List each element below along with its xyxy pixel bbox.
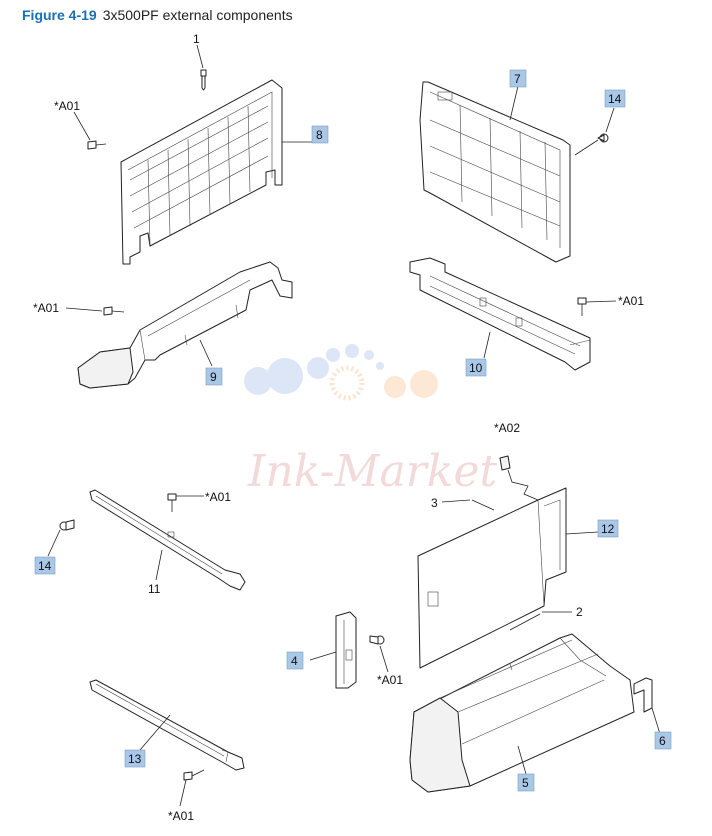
part-2-rod [509, 611, 572, 631]
figure-title: Figure 4-19 3x500PF external components [22, 7, 293, 23]
part-9-guide [77, 261, 293, 389]
figure-number: Figure 4-19 [22, 7, 97, 23]
callout-7: 7 [509, 69, 527, 88]
callout-14-text-1: 14 [608, 92, 622, 106]
part-4-bracket [309, 611, 357, 689]
screw-a01-mid-left [65, 306, 125, 316]
callout-8: 8 [311, 125, 329, 144]
part-12-door [417, 487, 599, 669]
callout-10: 10 [465, 358, 487, 377]
callout-5: 5 [517, 773, 535, 792]
callout-10-text: 10 [469, 361, 483, 375]
callout-a01-top-left: *A01 [54, 99, 80, 113]
callout-9: 9 [205, 367, 223, 386]
callout-5-text: 5 [522, 776, 529, 790]
callout-2: 2 [576, 605, 583, 619]
part-7-side-cover [419, 81, 571, 263]
callout-7-text: 7 [514, 72, 521, 86]
part-10-rail [409, 257, 591, 371]
callout-11: 11 [148, 582, 161, 596]
watermark-text: Ink-Market [247, 446, 497, 497]
callout-4-text: 4 [291, 654, 298, 668]
callout-a01-bottom-left: *A01 [168, 809, 194, 823]
callout-a01-text-6: *A01 [168, 809, 194, 823]
callout-14-top: 14 [604, 89, 626, 108]
callout-6: 6 [654, 731, 672, 750]
screw-a01-top-left [73, 111, 107, 150]
watermark: Ink-Market [244, 344, 497, 497]
screw-a01-bottom-left [179, 769, 205, 807]
callout-a01-text-3: *A01 [618, 294, 644, 308]
part-14-screw-top [574, 107, 615, 156]
callout-a01-text-1: *A01 [54, 99, 80, 113]
callout-9-text: 9 [210, 370, 217, 384]
callout-14-lower: 14 [34, 556, 56, 575]
callout-3: 3 [431, 496, 438, 510]
callout-a02: *A02 [494, 421, 520, 435]
figure-caption: 3x500PF external components [102, 7, 293, 23]
screw-a01-center [369, 635, 389, 673]
callout-a01-center: *A01 [377, 673, 403, 687]
callout-11-text: 11 [148, 582, 161, 596]
callout-a01-text-4: *A01 [205, 490, 231, 504]
part-11-rail [89, 489, 246, 591]
callout-a01-text-5: *A01 [377, 673, 403, 687]
callout-12: 12 [597, 519, 619, 538]
part-6-bracket [633, 677, 661, 735]
callout-4: 4 [286, 651, 304, 670]
screw-a01-mid-right [577, 297, 617, 316]
callout-a01-text-2: *A01 [33, 301, 59, 315]
callout-a01-mid-right: *A01 [618, 294, 644, 308]
callout-2-text: 2 [576, 605, 583, 619]
callout-1-text: 1 [193, 32, 200, 46]
callout-13: 13 [124, 749, 146, 768]
callout-a02-text: *A02 [494, 421, 520, 435]
callout-8-text: 8 [316, 128, 323, 142]
callout-1: 1 [193, 32, 200, 46]
part-1-screw [196, 44, 207, 91]
screw-a01-lower-left-top [167, 493, 204, 512]
part-13-rail [89, 679, 245, 771]
callout-6-text: 6 [659, 734, 666, 748]
callout-a01-lower-left: *A01 [205, 490, 231, 504]
part-8-side-cover [120, 79, 312, 265]
part-14-screw-lower [47, 519, 75, 557]
callout-3-text: 3 [431, 496, 438, 510]
part-a02-clip [499, 455, 539, 501]
callout-12-text: 12 [601, 522, 615, 536]
part-3-spring [441, 499, 495, 511]
callout-14-text-2: 14 [38, 559, 52, 573]
part-5-base [409, 633, 635, 793]
callout-a01-mid-left: *A01 [33, 301, 59, 315]
callout-13-text: 13 [128, 752, 142, 766]
